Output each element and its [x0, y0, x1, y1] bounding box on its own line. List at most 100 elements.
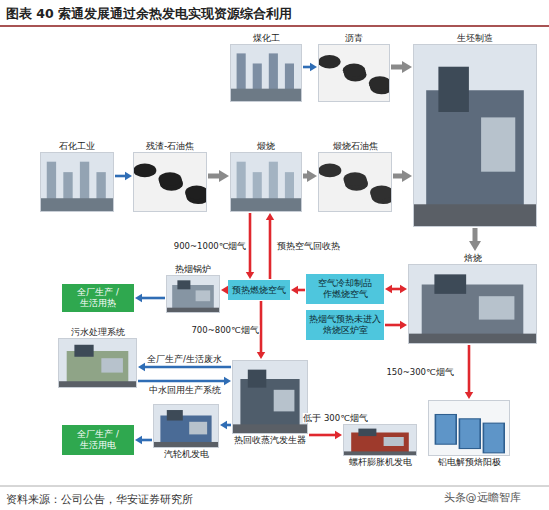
arrow-line	[391, 288, 402, 291]
lump-shape	[343, 63, 365, 76]
lump-shape	[134, 163, 156, 177]
equipment-photo	[59, 339, 136, 387]
flow-label: 900~1000℃烟气	[173, 241, 248, 251]
photo-ground	[344, 425, 416, 455]
machine-part	[101, 358, 123, 372]
equipment-node: 热回收蒸汽发生器	[232, 360, 308, 446]
photo-frame	[230, 44, 302, 102]
flow-arrow	[393, 170, 412, 182]
photo-frame	[153, 404, 219, 448]
arrow-head	[224, 377, 231, 385]
node-label: 汽轮机发电	[153, 448, 219, 460]
process-box: 空气冷却制品 作燃烧空气	[306, 274, 384, 304]
equipment-photo	[344, 425, 416, 455]
photo-frame	[166, 275, 220, 313]
node-label: 残渣-石油焦	[133, 140, 207, 152]
machine-part	[74, 345, 93, 357]
flow-arrow	[291, 286, 305, 294]
arrow-line	[138, 380, 225, 383]
flow-arrow	[469, 228, 481, 251]
machine-part	[434, 274, 466, 294]
lump-shape	[319, 55, 341, 68]
flow-label: 预热空气回收热	[276, 241, 341, 251]
floor-shape	[233, 424, 307, 433]
photo-frame	[232, 360, 308, 434]
arrow-line	[141, 297, 165, 300]
arrow-head	[469, 241, 481, 251]
node-label: 煅烧石油焦	[318, 140, 392, 152]
arrow-line	[249, 213, 252, 273]
arrow-line	[115, 175, 126, 178]
photo-frame	[413, 44, 537, 227]
box-label: 全厂生产 /生活用电	[65, 429, 131, 451]
arrow-line	[468, 345, 471, 393]
machine-part	[189, 422, 207, 435]
arrow-head	[138, 363, 145, 371]
machine-part	[384, 437, 404, 446]
flow-label: 中水回用生产系统	[148, 385, 222, 395]
equipment-photo	[409, 265, 536, 343]
arrow-head	[402, 61, 412, 73]
node-label: 石化工业	[40, 140, 114, 152]
node-label: 螺杆膨胀机发电	[343, 456, 417, 468]
equipment-node: 焙烧	[408, 252, 537, 344]
arrow-head	[257, 352, 265, 359]
arrow-head	[219, 170, 229, 182]
arrow-head	[266, 213, 274, 220]
equipment-photo	[231, 45, 301, 101]
figure-title: 图表 40 索通发展通过余热发电实现资源综合利用	[6, 6, 292, 23]
equipment-node: 螺杆膨胀机发电	[343, 424, 417, 468]
equipment-photo	[231, 153, 301, 211]
flow-arrow	[221, 286, 228, 294]
photo-frame	[58, 338, 137, 388]
arrow-line	[473, 228, 478, 243]
photo-frame	[40, 152, 114, 212]
flow-arrow	[303, 63, 317, 71]
node-label: 铝电解预焙阳极	[428, 456, 510, 468]
equipment-node: 沥青	[318, 32, 390, 102]
arrow-head	[291, 286, 298, 294]
equipment-photo	[41, 153, 113, 211]
photo-frame	[230, 152, 302, 212]
photo-ground	[233, 361, 307, 433]
floor-shape	[344, 451, 416, 455]
photo-frame	[343, 424, 417, 456]
equipment-photo	[154, 405, 218, 447]
node-label: 煤化工	[230, 32, 302, 44]
photo-frame	[133, 152, 207, 212]
photo-ground	[409, 265, 536, 343]
flow-label: 全厂生产/生活废水	[146, 354, 223, 364]
equipment-node: 煤化工	[230, 32, 302, 102]
arrow-head	[221, 286, 228, 294]
equipment-photo	[233, 361, 307, 433]
equipment-node: 汽轮机发电	[153, 404, 219, 460]
footer-rule	[0, 486, 549, 487]
arrow-head	[465, 392, 473, 399]
equipment-node: 残渣-石油焦	[133, 140, 207, 212]
machine-part	[479, 296, 515, 319]
machine-part	[358, 429, 376, 437]
flow-arrow	[303, 170, 317, 182]
floor-shape	[167, 308, 219, 312]
arrow-head	[135, 294, 142, 302]
plant-base	[231, 198, 301, 211]
flow-arrow	[465, 345, 473, 399]
flow-arrow	[385, 285, 407, 293]
arrow-head	[385, 285, 392, 293]
arrow-line	[309, 434, 336, 437]
floor-shape	[59, 381, 136, 387]
flow-label: 低于 300℃烟气	[302, 413, 368, 423]
arrow-head	[335, 431, 342, 439]
lump-shape	[158, 172, 181, 186]
floor-shape	[154, 442, 218, 447]
machine-part	[196, 290, 211, 301]
arrow-head	[220, 421, 227, 429]
flow-arrow	[138, 377, 231, 385]
box-label: 预热燃烧空气	[232, 285, 286, 296]
flow-arrow	[266, 213, 274, 279]
process-box: 全厂生产 /生活用热	[62, 284, 134, 312]
flow-arrow	[309, 431, 342, 439]
process-box: 全厂生产 /生活用电	[62, 425, 134, 455]
node-label: 热回收蒸汽发生器	[232, 434, 308, 446]
